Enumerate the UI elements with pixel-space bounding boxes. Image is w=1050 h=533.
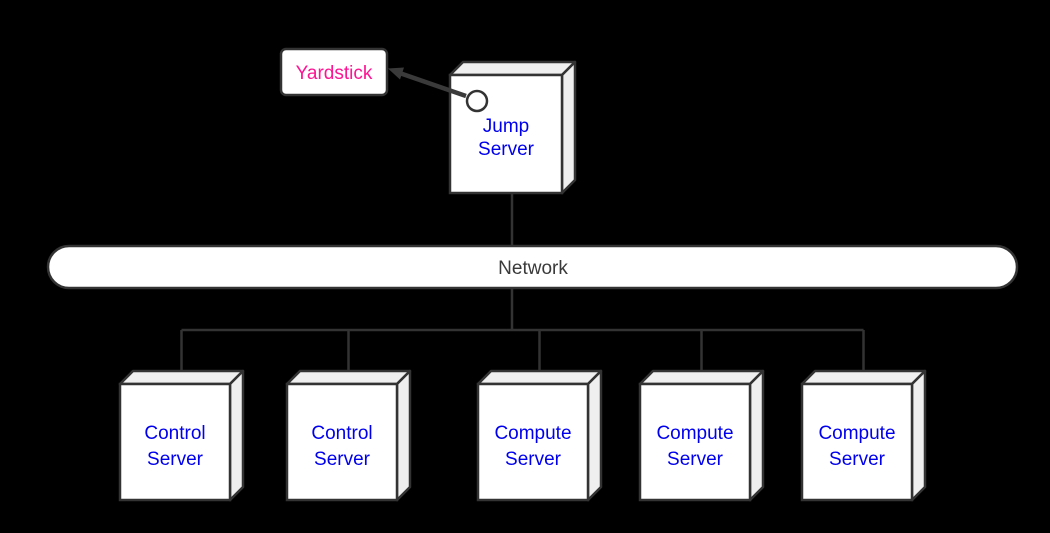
arrow-head-icon (388, 67, 404, 80)
compute-server-1-front-face (476, 382, 590, 502)
compute-server-3-box: Compute Server (800, 369, 927, 502)
yardstick-box: Yardstick (279, 47, 389, 97)
compute-server-3-top-face (800, 369, 927, 386)
compute-server-1-box: Compute Server (476, 369, 603, 502)
control-server-2-top-face (285, 369, 412, 386)
yardstick-rect (279, 47, 389, 97)
control-server-2-label-line1: Control (311, 423, 372, 444)
control-server-1-top-face (118, 369, 245, 386)
control-server-1-label-line1: Control (144, 423, 205, 444)
compute-server-2-front-face (638, 382, 752, 502)
compute-server-3-label-line2: Server (829, 449, 886, 470)
compute-server-2-side-face (748, 369, 765, 502)
compute-server-1-top-face (476, 369, 603, 386)
network-label: Network (498, 258, 568, 279)
jump-server-label-line2: Server (478, 139, 535, 160)
control-server-2-front-face (285, 382, 399, 502)
control-server-2-side-face (395, 369, 412, 502)
arrow-shaft (400, 71, 467, 99)
control-server-2-label-line2: Server (314, 449, 371, 470)
control-server-1-front-face (118, 382, 232, 502)
compute-server-2-top-face (638, 369, 765, 386)
jump-server-box: Jump Server (448, 60, 577, 195)
compute-server-2-label-line2: Server (667, 449, 724, 470)
compute-server-3-label-line1: Compute (818, 423, 895, 444)
control-server-1-box: Control Server (118, 369, 245, 502)
jump-server-side-face (560, 60, 577, 195)
compute-server-2-label-line1: Compute (656, 423, 733, 444)
control-server-2-box: Control Server (285, 369, 412, 502)
control-server-1-side-face (228, 369, 245, 502)
compute-server-3-front-face (800, 382, 914, 502)
jump-server-front-face (448, 73, 564, 195)
control-server-1-label-line2: Server (147, 449, 204, 470)
jump-server-top-face (448, 60, 577, 77)
network-bar: Network (46, 244, 1019, 290)
network-rect (46, 244, 1019, 290)
compute-server-1-side-face (586, 369, 603, 502)
yardstick-label: Yardstick (296, 63, 373, 84)
compute-server-2-box: Compute Server (638, 369, 765, 502)
compute-server-1-label-line1: Compute (494, 423, 571, 444)
port-circle-icon (465, 89, 489, 113)
arrow-to-yardstick (388, 67, 489, 113)
compute-server-1-label-line2: Server (505, 449, 562, 470)
compute-server-3-side-face (910, 369, 927, 502)
jump-server-label-line1: Jump (483, 116, 529, 137)
